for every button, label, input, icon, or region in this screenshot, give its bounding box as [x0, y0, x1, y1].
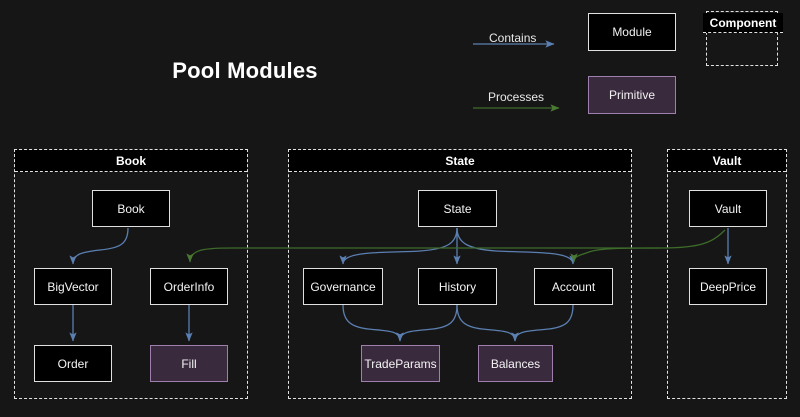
- node-fill[interactable]: Fill: [150, 345, 228, 382]
- legend-module-label: Module: [612, 25, 652, 39]
- legend-processes-label: Processes: [488, 90, 545, 104]
- node-deepprice[interactable]: DeepPrice: [689, 268, 767, 305]
- group-vault-label: Vault: [668, 150, 786, 172]
- legend-component-box: [706, 11, 778, 66]
- page-title: Pool Modules: [172, 58, 318, 83]
- group-book-label: Book: [15, 150, 247, 172]
- node-vault[interactable]: Vault: [689, 190, 767, 227]
- node-order[interactable]: Order: [34, 345, 112, 382]
- group-state: [288, 149, 632, 399]
- node-account[interactable]: Account: [534, 268, 613, 305]
- legend-primitive-box: Primitive: [588, 76, 676, 114]
- legend-component-label: Component: [703, 13, 783, 33]
- node-orderinfo[interactable]: OrderInfo: [150, 268, 228, 305]
- group-state-label: State: [289, 150, 631, 172]
- group-vault: [667, 149, 787, 399]
- node-balances[interactable]: Balances: [478, 345, 553, 382]
- legend-contains-label: Contains: [489, 31, 537, 45]
- node-governance[interactable]: Governance: [303, 268, 383, 305]
- legend-primitive-label: Primitive: [608, 88, 655, 102]
- node-bigvector[interactable]: BigVector: [34, 268, 112, 305]
- legend-module-box: Module: [588, 13, 676, 51]
- node-tradeparams[interactable]: TradeParams: [361, 345, 440, 382]
- node-book[interactable]: Book: [92, 190, 170, 227]
- node-history[interactable]: History: [418, 268, 497, 305]
- group-book: [14, 149, 248, 399]
- node-state[interactable]: State: [418, 190, 497, 227]
